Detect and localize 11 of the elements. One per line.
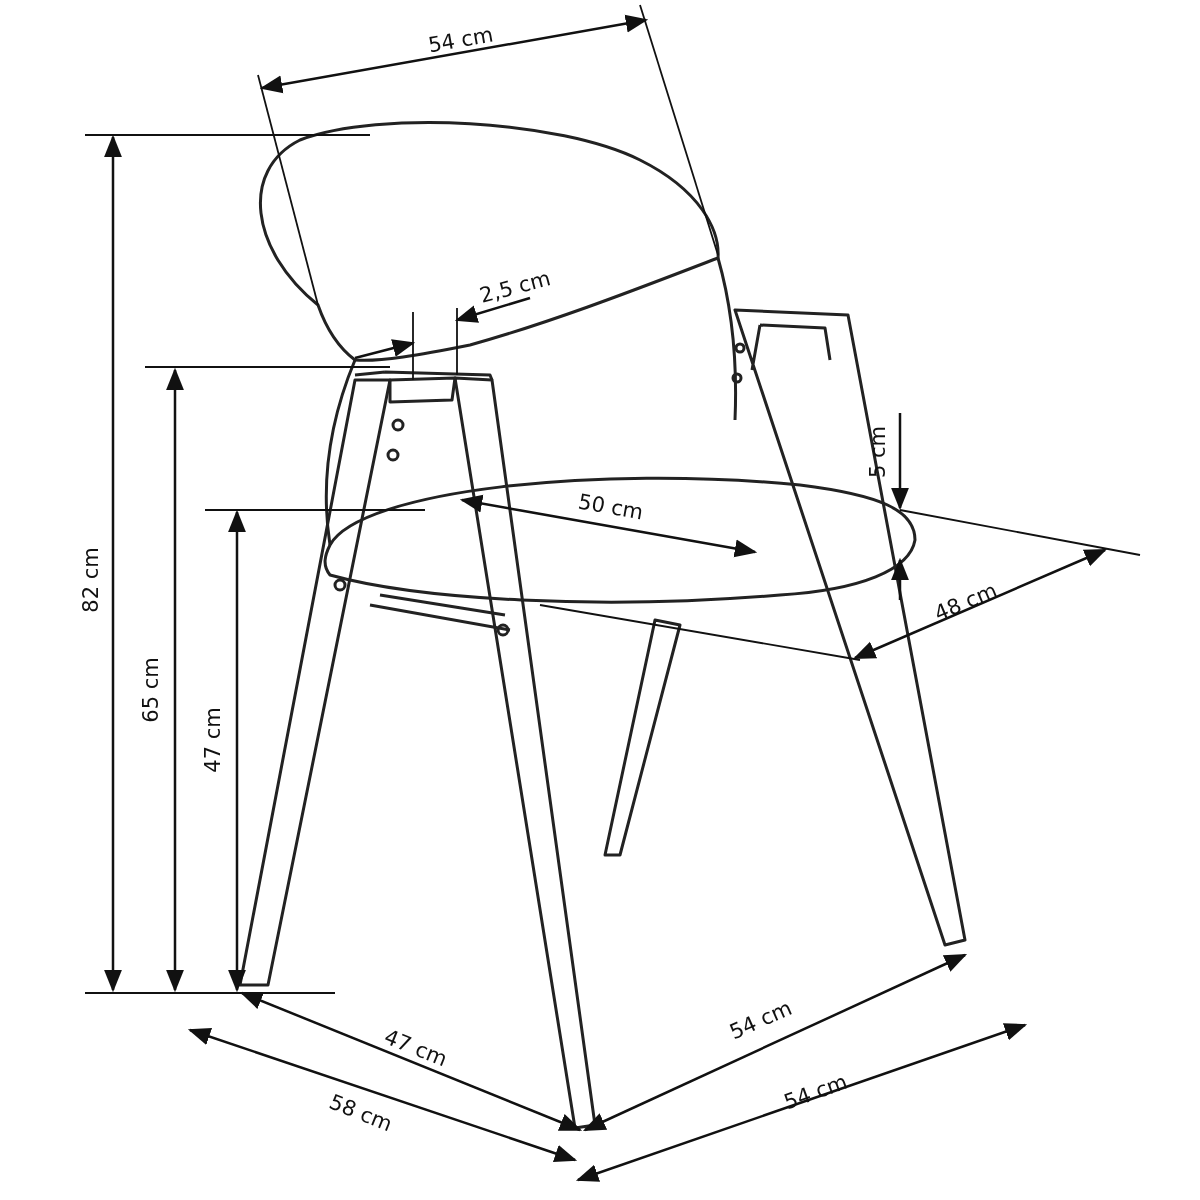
dimension-label: 58 cm — [325, 1089, 395, 1137]
dimension-label: 48 cm — [930, 578, 1000, 626]
dimension-label: 65 cm — [138, 657, 163, 723]
dimension-label: 54 cm — [725, 995, 795, 1045]
dimension-label: 47 cm — [200, 707, 225, 773]
dimension-label: 5 cm — [866, 426, 890, 478]
dimension-label: 82 cm — [78, 547, 103, 613]
dimension-label: 54 cm — [425, 22, 495, 58]
dimension-label: 2,5 cm — [477, 266, 553, 308]
dimension-label: 47 cm — [380, 1024, 450, 1072]
dimension-label: 50 cm — [575, 489, 645, 525]
